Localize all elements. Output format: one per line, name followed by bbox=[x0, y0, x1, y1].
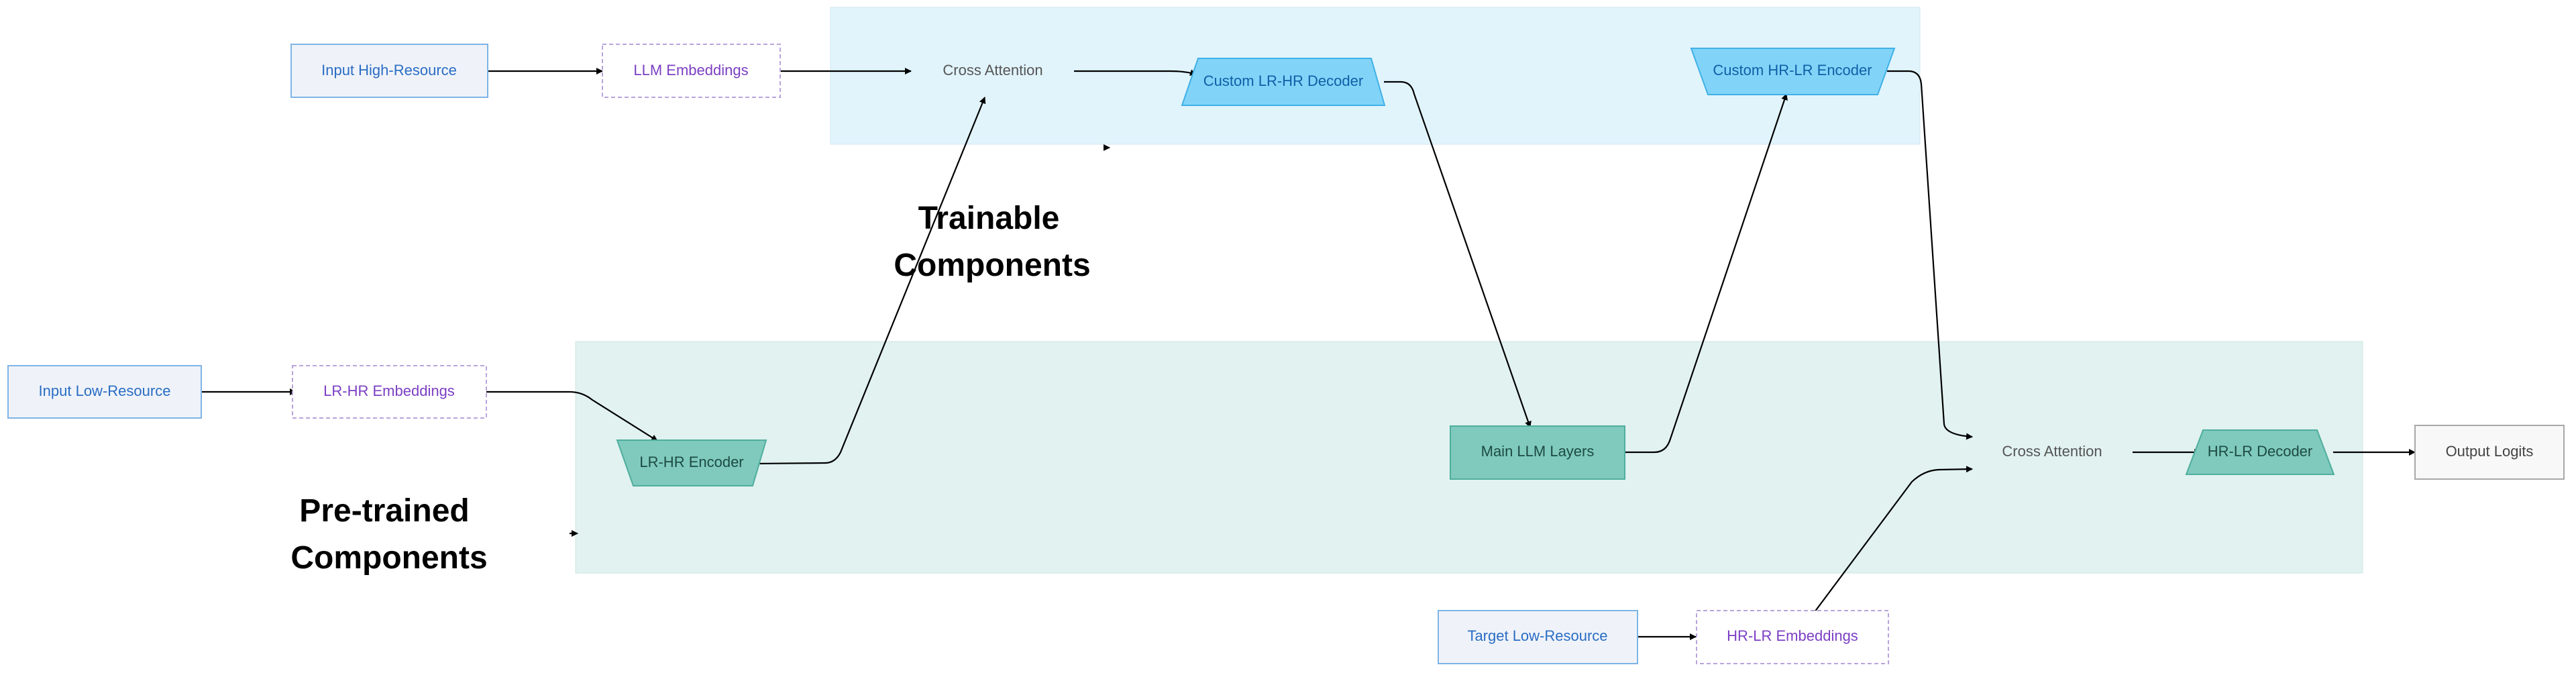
pretrained-components-label: Pre-trained Components bbox=[290, 493, 487, 576]
edge-custom-decoder-to-main-llm bbox=[1384, 81, 1532, 428]
custom-hr-lr-encoder-label: Custom HR-LR Encoder bbox=[1713, 62, 1872, 79]
pretrained-label-line2: Components bbox=[290, 540, 487, 576]
target-low-resource-node: Target Low-Resource bbox=[1438, 610, 1638, 664]
trainable-components-label: Trainable Components bbox=[894, 201, 1090, 283]
input-high-resource-label: Input High-Resource bbox=[321, 62, 457, 79]
trainable-label-line1: Trainable bbox=[918, 201, 1060, 236]
main-llm-layers-label: Main LLM Layers bbox=[1481, 443, 1595, 460]
input-high-resource-node: Input High-Resource bbox=[290, 44, 488, 98]
target-low-resource-box bbox=[1438, 610, 1638, 664]
main-llm-layers-node: Main LLM Layers bbox=[1450, 425, 1625, 480]
custom-hr-lr-encoder-shape bbox=[1690, 48, 1896, 95]
hr-lr-embeddings-label: HR-LR Embeddings bbox=[1727, 627, 1858, 644]
custom-lr-hr-decoder-label: Custom LR-HR Decoder bbox=[1203, 72, 1363, 89]
hr-lr-decoder-shape bbox=[2185, 429, 2335, 475]
lr-hr-encoder-shape bbox=[616, 439, 767, 486]
lr-hr-embeddings-label: LR-HR Embeddings bbox=[323, 382, 455, 399]
edge-main-llm-to-custom-encoder bbox=[1625, 93, 1788, 454]
lr-hr-encoder-label: LR-HR Encoder bbox=[639, 454, 743, 470]
edge-custom-encoder-to-cross-attention bbox=[1887, 70, 1973, 440]
output-logits-box bbox=[2414, 425, 2565, 480]
trainable-label-line2: Components bbox=[894, 248, 1090, 283]
custom-hr-lr-encoder-node: Custom HR-LR Encoder bbox=[1690, 48, 1896, 95]
cross-attention-bottom-label: Cross Attention bbox=[2002, 443, 2102, 460]
cross-attention-bottom-node: Cross Attention bbox=[2002, 443, 2102, 460]
lr-hr-encoder-node: LR-HR Encoder bbox=[616, 439, 767, 486]
edges bbox=[201, 68, 2416, 640]
edge-lrhr-embeddings-to-encoder bbox=[486, 391, 658, 442]
llm-embeddings-box bbox=[602, 44, 781, 98]
output-logits-node: Output Logits bbox=[2414, 425, 2565, 480]
custom-lr-hr-decoder-shape bbox=[1181, 58, 1386, 106]
input-low-resource-label: Input Low-Resource bbox=[39, 382, 171, 399]
llm-embeddings-label: LLM Embeddings bbox=[633, 62, 748, 79]
target-low-resource-label: Target Low-Resource bbox=[1467, 627, 1607, 644]
edge-hrlr-embeddings-to-cross-attention bbox=[1814, 466, 1973, 613]
llm-embeddings-node: LLM Embeddings bbox=[602, 44, 781, 98]
cross-attention-top-node: Cross Attention bbox=[943, 62, 1042, 79]
hr-lr-decoder-label: HR-LR Decoder bbox=[2208, 443, 2313, 460]
cross-attention-top-label: Cross Attention bbox=[943, 62, 1042, 79]
edge-encoder-to-cross-attention bbox=[753, 97, 986, 465]
input-low-resource-box bbox=[7, 365, 202, 419]
hr-lr-embeddings-box bbox=[1696, 610, 1889, 664]
lr-hr-embeddings-box bbox=[292, 365, 487, 419]
hr-lr-embeddings-node: HR-LR Embeddings bbox=[1696, 610, 1889, 664]
input-low-resource-node: Input Low-Resource bbox=[7, 365, 202, 419]
pretrained-label-line1: Pre-trained bbox=[299, 493, 469, 529]
custom-lr-hr-decoder-node: Custom LR-HR Decoder bbox=[1181, 58, 1386, 106]
main-llm-layers-box bbox=[1450, 425, 1625, 480]
input-high-resource-box bbox=[290, 44, 488, 98]
output-logits-label: Output Logits bbox=[2446, 443, 2534, 460]
lr-hr-embeddings-node: LR-HR Embeddings bbox=[292, 365, 487, 419]
hr-lr-decoder-node: HR-LR Decoder bbox=[2185, 429, 2335, 475]
